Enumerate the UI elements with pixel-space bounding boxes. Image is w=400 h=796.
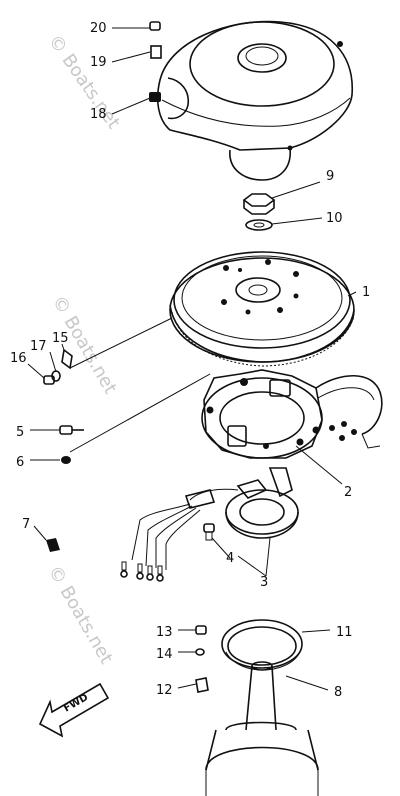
flywheel-cover — [156, 20, 353, 181]
clamp-15 — [61, 348, 73, 370]
label-part-8: 8 — [334, 685, 342, 700]
nut-9 — [242, 193, 276, 215]
watermark-bottom: © Boats.net — [44, 562, 117, 668]
leader-lines — [27, 27, 357, 691]
label-part-3: 3 — [260, 575, 268, 590]
label-part-17: 17 — [30, 339, 47, 354]
label-part-7: 7 — [22, 517, 30, 532]
clamp-7 — [46, 538, 60, 552]
grommet-18 — [149, 92, 161, 102]
collar-19 — [150, 45, 162, 59]
label-part-6: 6 — [16, 455, 24, 470]
label-part-11: 11 — [336, 625, 353, 640]
screw-16 — [43, 375, 55, 385]
washer-14 — [195, 648, 205, 656]
label-part-12: 12 — [156, 683, 173, 698]
screw-20 — [149, 21, 161, 31]
label-part-9: 9 — [326, 169, 334, 184]
label-part-18: 18 — [90, 107, 107, 122]
label-part-13: 13 — [156, 625, 173, 640]
direction-arrow: FWD — [38, 682, 110, 738]
label-part-19: 19 — [90, 55, 107, 70]
screw-4 — [203, 523, 215, 541]
label-part-16: 16 — [10, 351, 27, 366]
label-part-20: 20 — [90, 21, 107, 36]
label-part-10: 10 — [326, 211, 343, 226]
clamp-12 — [195, 677, 209, 693]
crankshaft-collar — [205, 661, 319, 796]
label-part-5: 5 — [16, 425, 24, 440]
watermark-top: © Boats.net — [44, 31, 124, 133]
label-part-1: 1 — [362, 285, 370, 300]
label-part-14: 14 — [156, 647, 173, 662]
flywheel — [169, 251, 355, 367]
bolt-5 — [59, 425, 84, 435]
base-assembly — [120, 467, 299, 582]
washer-6 — [61, 456, 71, 464]
label-part-4: 4 — [226, 551, 234, 566]
washer-10 — [245, 219, 273, 231]
stator — [201, 369, 383, 459]
label-part-15: 15 — [52, 331, 69, 346]
label-part-2: 2 — [344, 485, 352, 500]
part-labels: 20 19 18 9 10 1 2 3 4 5 6 7 8 11 12 13 1… — [10, 21, 370, 700]
screw-13 — [195, 625, 207, 635]
